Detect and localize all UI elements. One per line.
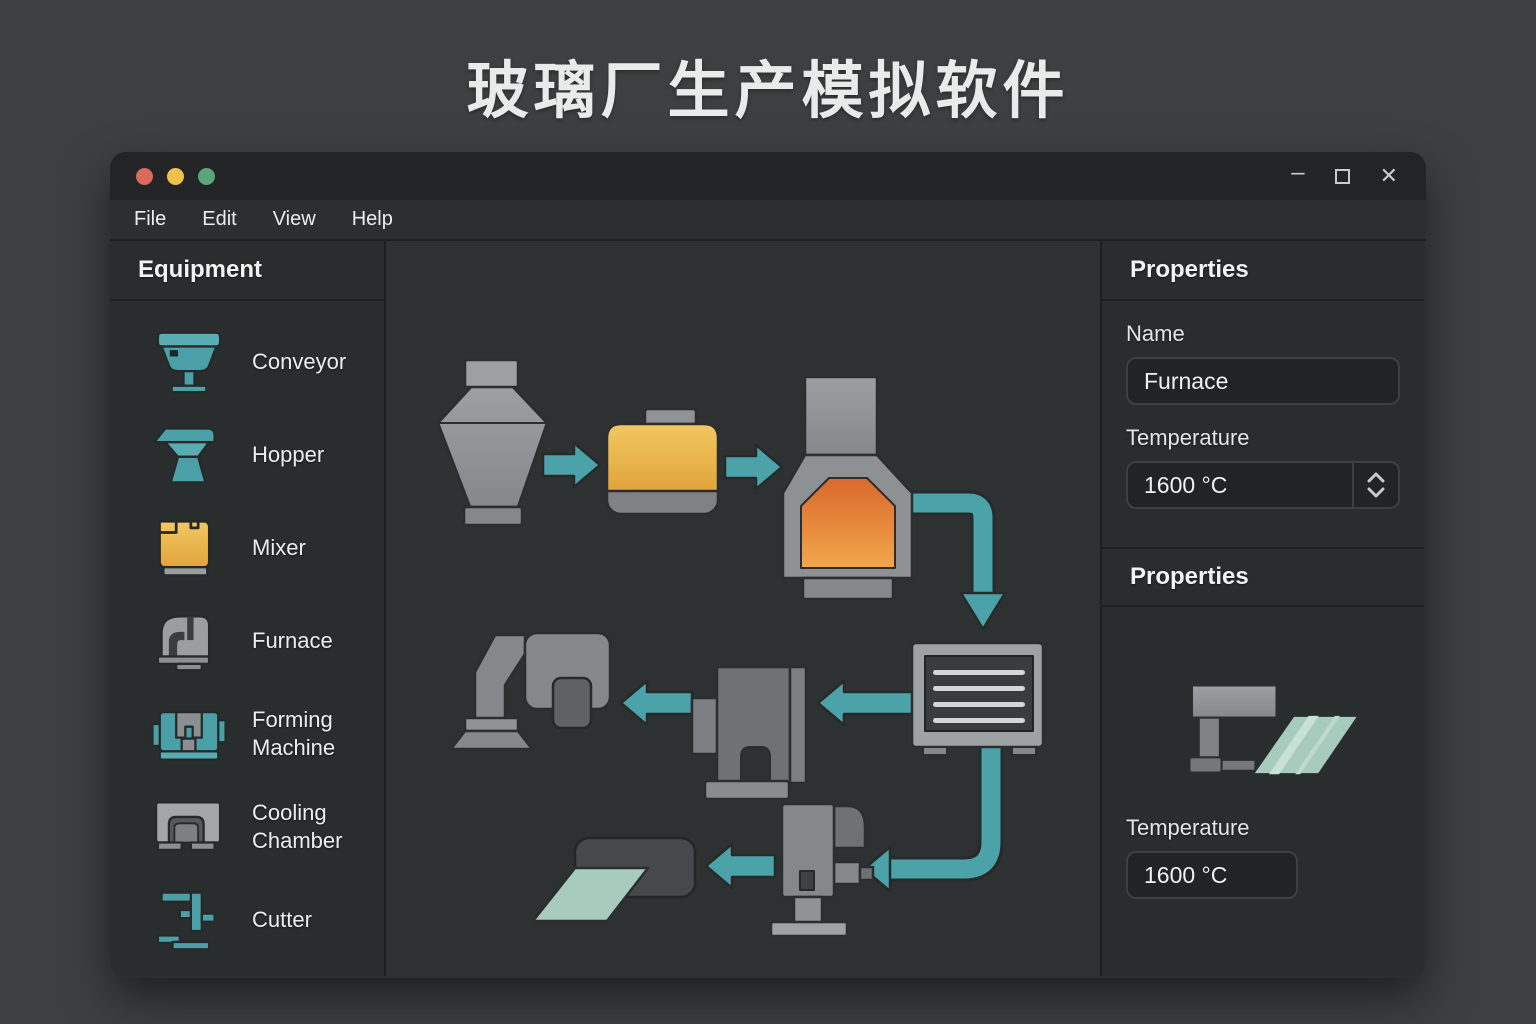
close-traffic-light-icon[interactable] [136,167,153,185]
canvas-node-hopper[interactable] [436,358,549,527]
minimize-traffic-light-icon[interactable] [167,167,184,185]
flow-diagram [436,358,1045,938]
properties-title: Properties [1102,241,1424,301]
simulation-canvas[interactable] [386,241,1100,976]
equipment-sidebar: Equipment [110,241,386,976]
chevron-down-icon[interactable] [1367,487,1385,498]
canvas-node-glass-output[interactable] [531,836,697,923]
sidebar-item-mixer[interactable]: Mixer [110,501,384,594]
equipment-label: Furnace [252,627,333,653]
name-value: Furnace [1144,367,1229,394]
minimize-button[interactable]: – [1291,159,1305,186]
sidebar-item-hopper[interactable]: Hopper [110,408,384,501]
properties-panel: Properties Name Furnace Temperature 1600… [1100,241,1424,976]
furnace-icon [148,608,230,674]
canvas-node-vacuum-former[interactable] [449,631,612,751]
arrow-cutter-to-output [704,842,777,890]
equipment-label: Cutter [252,906,312,932]
menu-view[interactable]: View [272,208,316,230]
temperature-value: 1600 °C [1144,471,1228,498]
canvas-node-furnace[interactable] [781,375,914,601]
maximize-button[interactable] [1334,168,1350,184]
canvas-node-cooling-chamber[interactable] [910,641,1045,756]
temperature-input-secondary[interactable]: 1600 °C [1126,851,1298,899]
furnace-properties-section: Name Furnace Temperature 1600 °C [1102,301,1424,533]
sidebar-item-conveyor[interactable]: Conveyor [110,315,384,408]
page-title: 玻璃厂生产模拟软件 [466,57,1070,126]
hopper-icon [148,422,230,488]
spinner-buttons [1352,463,1398,507]
close-button[interactable]: ✕ [1379,163,1398,188]
temperature-value-secondary: 1600 °C [1144,861,1228,888]
temperature-label: Temperature [1126,425,1250,450]
zoom-traffic-light-icon[interactable] [198,167,215,185]
equipment-label: Conveyor [252,348,347,374]
traffic-lights [136,167,215,185]
sidebar-item-furnace[interactable]: Furnace [110,594,384,687]
pipe-furnace-to-cooling [902,490,1007,631]
name-label: Name [1126,321,1185,346]
equipment-label: Forming Machine [252,707,336,760]
arrow-press-to-former [619,679,694,727]
canvas-node-mixer[interactable] [605,407,720,516]
canvas-node-cutter[interactable] [769,802,875,938]
equipment-label: Cooling Chamber [252,800,343,853]
sidebar-item-forming-machine[interactable]: Forming Machine [110,687,384,780]
menu-edit[interactable]: Edit [202,208,237,230]
arrow-mixer-to-furnace [723,443,784,491]
output-properties-section: Temperature 1600 °C [1102,607,1424,923]
app-window: – ✕ File Edit View Help Equipment [110,152,1426,978]
menu-help[interactable]: Help [351,208,393,230]
pipe-cooling-to-cutter [862,747,1004,893]
arrow-hopper-to-mixer [541,441,602,489]
chevron-up-icon[interactable] [1367,472,1385,483]
mixer-icon [148,515,230,581]
sidebar-item-cutter[interactable]: Cutter [110,873,384,966]
sidebar-title: Equipment [110,241,384,301]
window-titlebar: – ✕ [110,152,1426,200]
cooling-chamber-icon [148,794,230,860]
canvas-node-forming-press[interactable] [690,665,808,801]
name-input[interactable]: Furnace [1126,357,1400,405]
forming-machine-icon [148,701,230,767]
conveyor-icon [148,329,230,395]
menu-bar: File Edit View Help [110,200,1426,241]
equipment-label: Mixer [252,534,306,560]
menu-file[interactable]: File [134,208,167,230]
sidebar-item-cooling-chamber[interactable]: Cooling Chamber [110,780,384,873]
cutter-icon [148,887,230,953]
temperature-spinner[interactable]: 1600 °C [1126,461,1400,509]
arrow-cooling-to-press [816,679,922,727]
selected-equipment-preview [1188,684,1360,776]
equipment-label: Hopper [252,441,325,467]
temperature-label-secondary: Temperature [1126,815,1250,840]
properties-title-secondary: Properties [1102,547,1424,607]
equipment-list: Conveyor Hopper [110,301,384,966]
